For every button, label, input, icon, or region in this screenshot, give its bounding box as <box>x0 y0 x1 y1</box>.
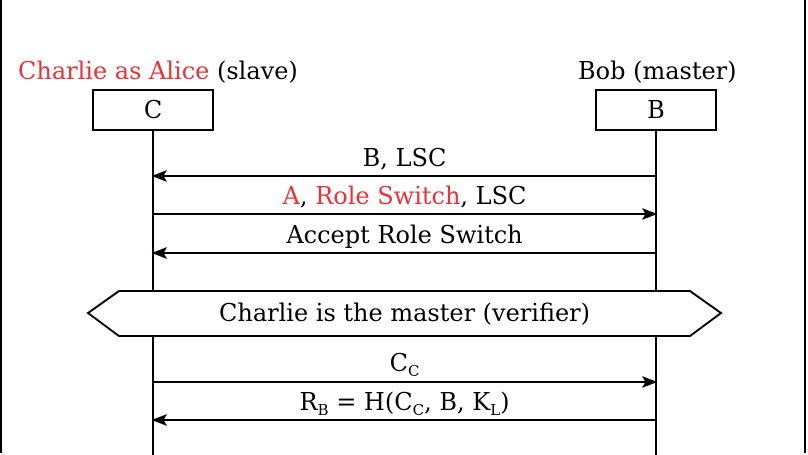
message-2-part: Role Switch <box>315 182 461 210</box>
message-5-label: RB = H(CC, B, KL) <box>153 389 656 423</box>
participant-left-label: Charlie as Alice (slave) <box>18 58 298 84</box>
message-4-base: C <box>389 349 408 377</box>
message-5-mid: , B, <box>424 388 473 416</box>
arrowhead-4 <box>641 376 658 388</box>
message-1-part: B, LSC <box>362 144 447 172</box>
participant-left-box: C <box>92 89 214 131</box>
message-1-label: B, LSC <box>153 145 656 171</box>
arrowhead-3 <box>151 247 168 259</box>
message-2-part: , <box>299 182 316 210</box>
message-5-c: C <box>394 388 413 416</box>
message-5-k-sub: L <box>490 401 501 419</box>
message-5-c-sub: C <box>412 401 425 419</box>
lifeline-right-lower <box>655 336 657 455</box>
message-5-k: K <box>472 388 491 416</box>
participant-left-name-red: Charlie as Alice <box>18 57 210 85</box>
message-5-r: R <box>299 388 318 416</box>
message-3-label: Accept Role Switch <box>153 222 656 248</box>
note-hexagon <box>86 290 723 337</box>
message-5-close: ) <box>500 388 510 416</box>
lifeline-left-lower <box>152 336 154 455</box>
message-2-part: , LSC <box>460 182 527 210</box>
arrowhead-5 <box>151 414 168 426</box>
message-5-r-sub: B <box>317 401 329 419</box>
message-3-part: Accept Role Switch <box>286 221 523 249</box>
participant-left-role: (slave) <box>209 57 298 85</box>
message-5-eq: = H( <box>328 388 395 416</box>
message-4-sub: C <box>407 362 420 380</box>
message-4-label: CC <box>153 350 656 384</box>
message-2-label: A, Role Switch, LSC <box>153 183 656 209</box>
arrowhead-2 <box>641 208 658 220</box>
arrowhead-1 <box>151 170 168 182</box>
message-2-part: A <box>282 182 300 210</box>
lifeline-right <box>655 130 657 290</box>
lifeline-left <box>152 130 154 290</box>
note-text: Charlie is the master (verifier) <box>219 299 590 327</box>
participant-right-box: B <box>595 89 717 131</box>
participant-right-label: Bob (master) <box>578 57 737 85</box>
